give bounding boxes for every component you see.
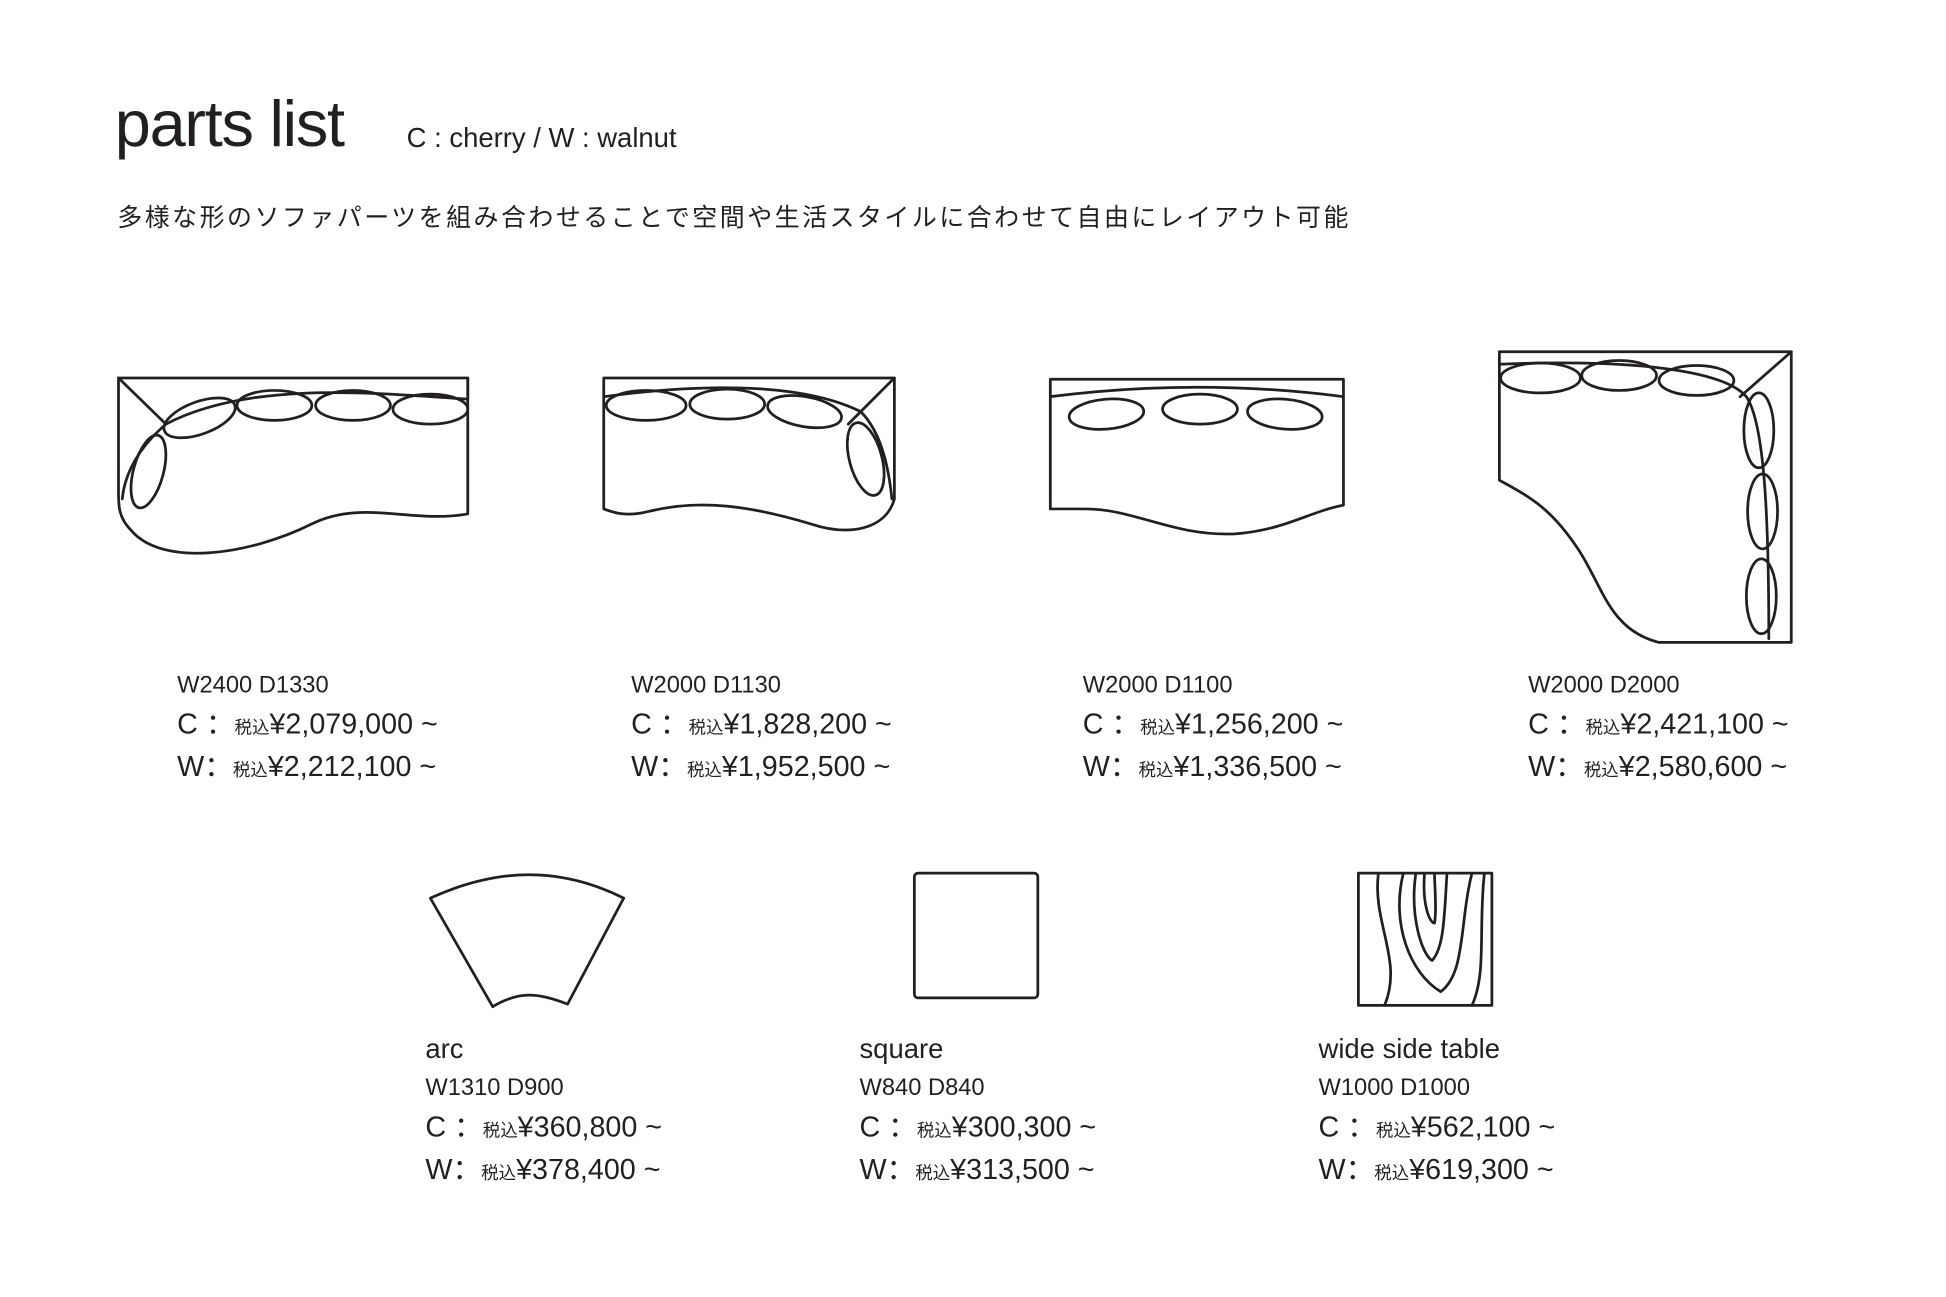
item-sofa-w2000-d1100: W2000 D1100 C ：税込¥1,256,200 ~ W：税込¥1,336…	[1083, 666, 1344, 789]
arc-drawing	[428, 873, 626, 1009]
cherry-price: C ：税込¥562,100 ~	[1318, 1110, 1556, 1143]
sofa-w2400-drawing	[117, 376, 470, 555]
item-sofa-w2000-d1130: W2000 D1130 C ：税込¥1,828,200 ~ W：税込¥1,952…	[631, 666, 892, 789]
page-subtitle: 多様な形のソファパーツを組み合わせることで空間や生活スタイルに合わせて自由にレイ…	[117, 204, 1351, 233]
cherry-price: C ：税込¥2,421,100 ~	[1528, 707, 1789, 740]
item-wide-side-table: wide side table W1000 D1000 C ：税込¥562,10…	[1319, 1028, 1556, 1193]
walnut-price: W：税込¥1,952,500 ~	[631, 749, 891, 783]
item-dimensions: W2000 D1100	[1082, 672, 1233, 699]
item-dimensions: W2000 D2000	[1528, 672, 1680, 699]
walnut-price: W：税込¥2,212,100 ~	[177, 749, 437, 783]
item-name: square	[859, 1032, 944, 1065]
square-drawing	[912, 871, 1040, 1000]
item-dimensions: W840 D840	[859, 1075, 985, 1102]
item-name: wide side table	[1318, 1032, 1501, 1065]
sofa-w2000-d2000-drawing	[1498, 350, 1793, 644]
sofa-w2000-d1130-drawing	[602, 376, 896, 532]
walnut-price: W：税込¥313,500 ~	[859, 1152, 1095, 1186]
item-dimensions: W2000 D1130	[631, 672, 781, 699]
walnut-price: W：税込¥378,400 ~	[425, 1152, 661, 1186]
wide-side-table-drawing	[1357, 871, 1494, 1007]
item-square: square W840 D840 C ：税込¥300,300 ~ W：税込¥31…	[859, 1028, 1096, 1193]
item-sofa-w2400: W2400 D1330 C ：税込¥2,079,000 ~ W：税込¥2,212…	[177, 666, 438, 789]
cherry-price: C ：税込¥1,828,200 ~	[631, 707, 892, 740]
sofa-w2000-d1100-drawing	[1048, 377, 1345, 536]
cherry-price: C ：税込¥300,300 ~	[859, 1110, 1097, 1143]
item-name: arc	[425, 1032, 464, 1065]
item-dimensions: W1000 D1000	[1318, 1075, 1471, 1102]
walnut-price: W：税込¥619,300 ~	[1318, 1152, 1554, 1186]
wood-legend: C : cherry / W : walnut	[406, 122, 677, 154]
cherry-price: C ：税込¥360,800 ~	[425, 1110, 663, 1143]
item-sofa-w2000-d2000: W2000 D2000 C ：税込¥2,421,100 ~ W：税込¥2,580…	[1528, 666, 1789, 789]
cherry-price: C ：税込¥2,079,000 ~	[177, 707, 438, 740]
item-dimensions: W2400 D1330	[177, 672, 329, 699]
page-title: parts list	[114, 88, 345, 161]
item-dimensions: W1310 D900	[425, 1075, 564, 1102]
cherry-price: C ：税込¥1,256,200 ~	[1082, 707, 1344, 740]
walnut-price: W：税込¥1,336,500 ~	[1082, 749, 1342, 783]
item-arc: arc W1310 D900 C ：税込¥360,800 ~ W：税込¥378,…	[425, 1028, 662, 1193]
walnut-price: W：税込¥2,580,600 ~	[1528, 749, 1788, 783]
